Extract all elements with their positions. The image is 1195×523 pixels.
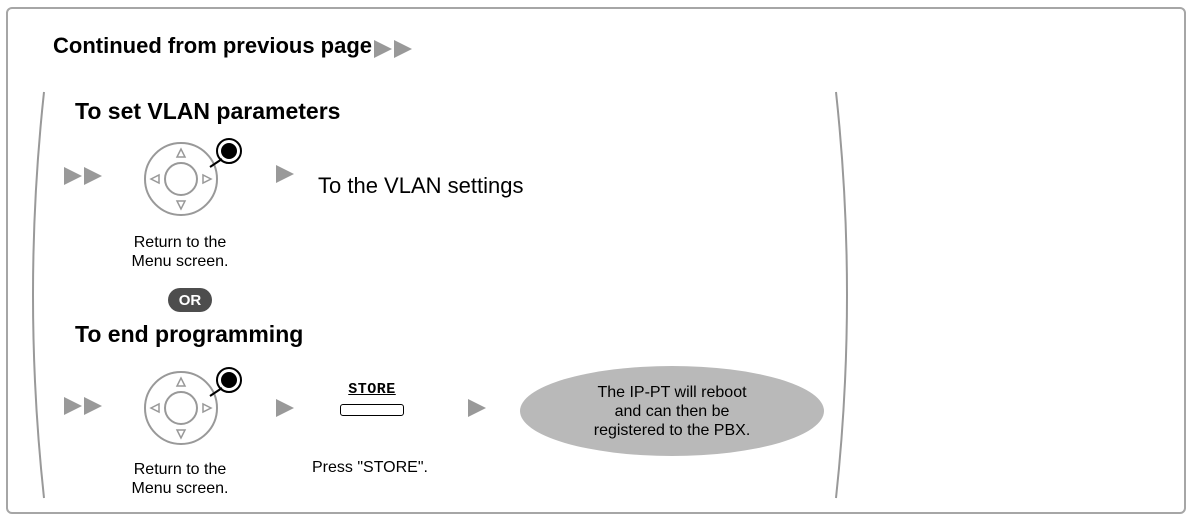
- navigator-key-icon[interactable]: [128, 133, 248, 223]
- store-key[interactable]: STORE: [338, 381, 406, 416]
- end-menu-caption: Return to the Menu screen.: [131, 461, 229, 497]
- double-arrow-icon: [64, 397, 102, 415]
- continued-header-text: Continued from previous page: [53, 33, 373, 58]
- press-dot-icon: [209, 367, 242, 397]
- store-button[interactable]: [340, 404, 404, 416]
- store-caption: Press "STORE".: [312, 459, 428, 476]
- page-frame: [6, 7, 1186, 514]
- arrow-right-icon: [276, 165, 294, 183]
- double-arrow-icon: [374, 40, 412, 58]
- continued-header: Continued from previous page: [53, 33, 372, 59]
- reboot-info-text: The IP-PT will reboot and can then be re…: [593, 383, 751, 439]
- vlan-section-title: To set VLAN parameters: [75, 98, 341, 124]
- or-badge: OR: [168, 288, 212, 312]
- right-bracket: [835, 91, 848, 499]
- store-key-label: STORE: [348, 381, 396, 398]
- arrow-right-icon: [276, 399, 294, 417]
- press-dot-icon: [209, 138, 242, 168]
- vlan-settings-text: To the VLAN settings: [318, 173, 524, 198]
- reboot-info-bubble: The IP-PT will reboot and can then be re…: [520, 366, 824, 456]
- vlan-menu-caption: Return to the Menu screen.: [131, 234, 229, 270]
- left-bracket: [32, 91, 45, 499]
- arrow-right-icon: [468, 399, 486, 417]
- end-section-title: To end programming: [75, 321, 304, 347]
- navigator-key-icon[interactable]: [128, 362, 248, 452]
- double-arrow-icon: [64, 167, 102, 185]
